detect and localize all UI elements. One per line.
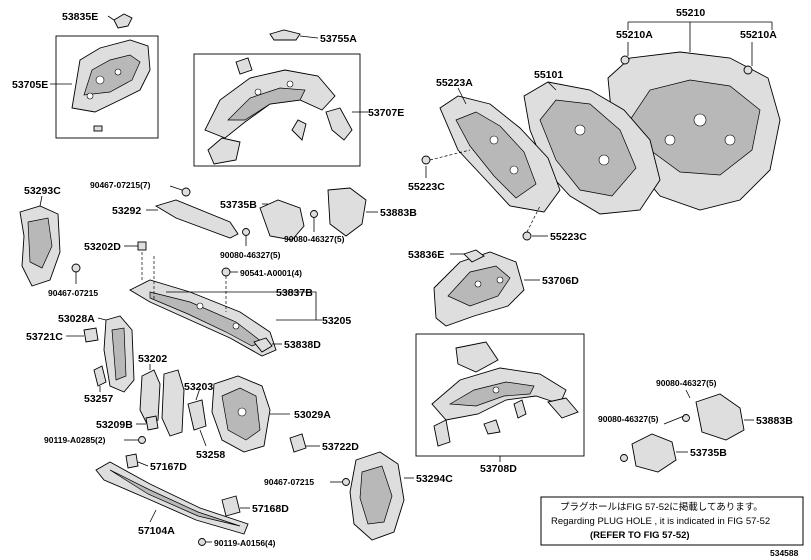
figure-code: 534588 — [770, 548, 799, 558]
label-53705E: 53705E — [12, 79, 48, 91]
label-55210A-right: 55210A — [740, 29, 777, 41]
label-53292: 53292 — [112, 205, 141, 217]
apron-53706d-group — [433, 249, 540, 327]
apron-box — [193, 53, 361, 167]
upper-support-group — [146, 185, 378, 246]
label-90541-A0001: 90541-A0001(4) — [240, 268, 302, 278]
apron-53708d-group — [415, 333, 585, 462]
bumper-reinforcement-group — [95, 453, 250, 546]
label-53203: 53203 — [184, 381, 213, 393]
label-55223C-left: 55223C — [408, 181, 445, 193]
support-53202[interactable] — [139, 369, 161, 427]
seal-53883b[interactable] — [327, 187, 367, 237]
label-90467-07215-top: 90467-07215(7) — [90, 180, 151, 190]
label-57104A: 57104A — [138, 525, 175, 537]
hood-lock-support-group — [124, 241, 322, 357]
label-53205: 53205 — [322, 315, 351, 327]
label-53836E: 53836E — [408, 249, 444, 261]
dash-panel-group — [421, 21, 781, 241]
label-55210A-left: 55210A — [616, 29, 653, 41]
seal-53883b-right[interactable] — [695, 393, 745, 441]
label-53293C: 53293C — [24, 185, 61, 197]
bracket-53835e[interactable] — [113, 13, 133, 29]
label-90080-46327-c: 90080-46327(5) — [656, 378, 717, 388]
bracket-53294c-group — [330, 451, 414, 541]
label-53294C: 53294C — [416, 473, 453, 485]
label-53755A: 53755A — [320, 33, 357, 45]
label-53028A: 53028A — [58, 313, 95, 325]
label-57168D: 57168D — [252, 503, 289, 515]
label-53209B: 53209B — [96, 419, 133, 431]
bracket-57167d[interactable] — [125, 453, 139, 469]
label-53735B-top: 53735B — [220, 199, 257, 211]
label-53722D: 53722D — [322, 441, 359, 453]
label-53707E: 53707E — [368, 107, 404, 119]
bracket-57168d[interactable] — [221, 495, 241, 517]
bracket-53209b[interactable] — [145, 415, 159, 431]
label-53883B-top: 53883B — [380, 207, 417, 219]
cowl-side-box — [55, 35, 159, 139]
note-line-jp: プラグホールはFIG 57-52に掲載してあります。 — [560, 501, 763, 513]
label-53721C: 53721C — [26, 331, 63, 343]
bracket-53735b[interactable] — [259, 199, 305, 241]
label-90119-A0285: 90119-A0285(2) — [44, 435, 106, 445]
bracket-53293c-group — [19, 195, 81, 287]
label-53837B: 53837B — [276, 287, 313, 299]
bracket-53257[interactable] — [93, 365, 107, 387]
label-53835E: 53835E — [62, 11, 98, 23]
label-90467-07215-bot: 90467-07215 — [264, 477, 314, 487]
label-90080-46327-a: 90080-46327(5) — [220, 250, 281, 260]
label-90467-07215-left: 90467-07215 — [48, 288, 98, 298]
label-53257: 53257 — [84, 393, 113, 405]
label-90080-46327-b: 90080-46327(5) — [284, 234, 345, 244]
bracket-53721c[interactable] — [83, 327, 99, 343]
support-53292[interactable] — [154, 199, 239, 239]
label-53029A: 53029A — [294, 409, 331, 421]
radiator-support-group — [66, 315, 320, 453]
label-90119-A0156: 90119-A0156(4) — [214, 538, 276, 548]
bracket-53836e[interactable] — [463, 249, 485, 263]
label-53735B-bot: 53735B — [690, 447, 727, 459]
support-53203[interactable] — [161, 369, 185, 437]
apron-group — [193, 29, 368, 167]
label-55223C-right: 55223C — [550, 231, 587, 243]
label-57167D: 57167D — [150, 461, 187, 473]
label-53883B-bot: 53883B — [756, 415, 793, 427]
label-53708D: 53708D — [480, 463, 517, 475]
label-53202D: 53202D — [84, 241, 121, 253]
bracket-53755a[interactable] — [269, 29, 301, 41]
label-53706D: 53706D — [542, 275, 579, 287]
label-55101: 55101 — [534, 69, 563, 81]
label-90080-46327-d: 90080-46327(5) — [598, 414, 659, 424]
seal-53735b-right[interactable] — [631, 433, 677, 473]
bracket-53722d[interactable] — [289, 433, 307, 453]
note-line-en: Regarding PLUG HOLE , it is indicated in… — [551, 516, 770, 527]
bracket-53258[interactable] — [187, 399, 207, 431]
cowl-side-panel-group — [50, 13, 159, 139]
label-55223A: 55223A — [436, 77, 473, 89]
cowl-side-panel-detail — [83, 54, 141, 96]
label-53838D: 53838D — [284, 339, 321, 351]
label-55210: 55210 — [676, 7, 705, 19]
note-box: プラグホールはFIG 57-52に掲載してあります。 Regarding PLU… — [540, 496, 804, 546]
note-line-refer: (REFER TO FIG 57-52) — [590, 530, 690, 541]
label-53202: 53202 — [138, 353, 167, 365]
seal-group-right — [620, 389, 754, 473]
label-53258: 53258 — [196, 449, 225, 461]
